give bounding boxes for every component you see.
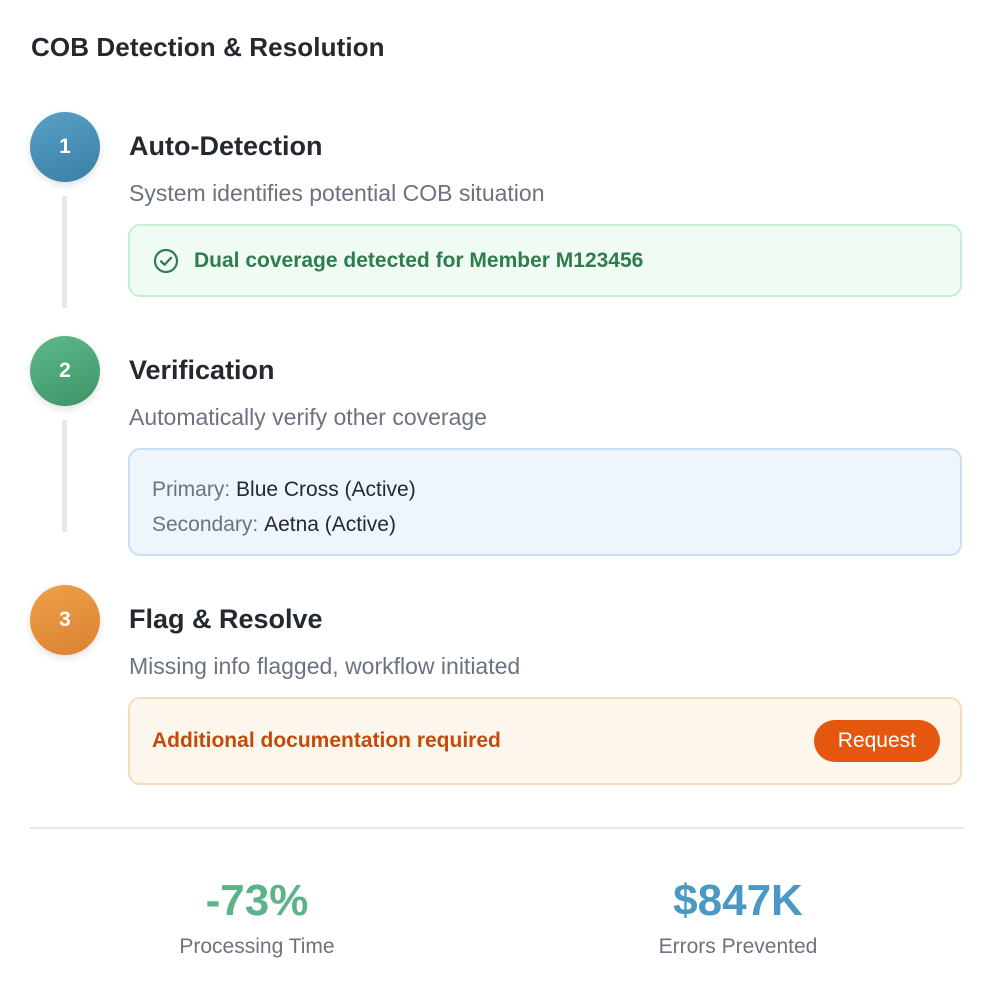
divider <box>30 827 964 829</box>
coverage-row-primary: Primary: Blue Cross (Active) <box>152 472 960 507</box>
step-description: System identifies potential COB situatio… <box>129 180 545 206</box>
step-connector <box>62 420 67 532</box>
step-title: Verification <box>129 355 275 385</box>
coverage-value: Blue Cross (Active) <box>236 478 416 501</box>
detection-result-text: Dual coverage detected for Member M12345… <box>194 248 644 272</box>
coverage-value: Aetna (Active) <box>264 513 396 536</box>
coverage-row-secondary: Secondary: Aetna (Active) <box>152 507 960 542</box>
alert-panel: Additional documentation required Reques… <box>128 697 962 785</box>
step-description: Missing info flagged, workflow initiated <box>129 653 521 679</box>
alert-text: Additional documentation required <box>152 729 501 752</box>
check-circle-icon <box>152 247 180 275</box>
step-title: Flag & Resolve <box>129 604 323 634</box>
coverage-label: Secondary: <box>152 513 259 536</box>
stat-label: Processing Time <box>179 935 335 958</box>
step-title: Auto-Detection <box>129 131 323 161</box>
stat-label: Errors Prevented <box>658 935 818 958</box>
step-number-badge: 2 <box>30 336 100 406</box>
detection-result-panel: Dual coverage detected for Member M12345… <box>128 224 962 297</box>
step-connector <box>62 196 67 308</box>
stat-processing-time: -73% Processing Time <box>107 873 407 959</box>
coverage-label: Primary: <box>152 478 231 501</box>
page-title: COB Detection & Resolution <box>31 32 385 62</box>
coverage-panel: Primary: Blue Cross (Active) Secondary: … <box>128 448 962 556</box>
step-description: Automatically verify other coverage <box>129 404 487 430</box>
stat-errors-prevented: $847K Errors Prevented <box>588 873 888 959</box>
step-number-badge: 3 <box>30 585 100 655</box>
stat-value: $847K <box>673 876 803 925</box>
request-button[interactable]: Request <box>813 720 940 762</box>
step-number-badge: 1 <box>30 112 100 182</box>
stat-value: -73% <box>205 876 309 925</box>
